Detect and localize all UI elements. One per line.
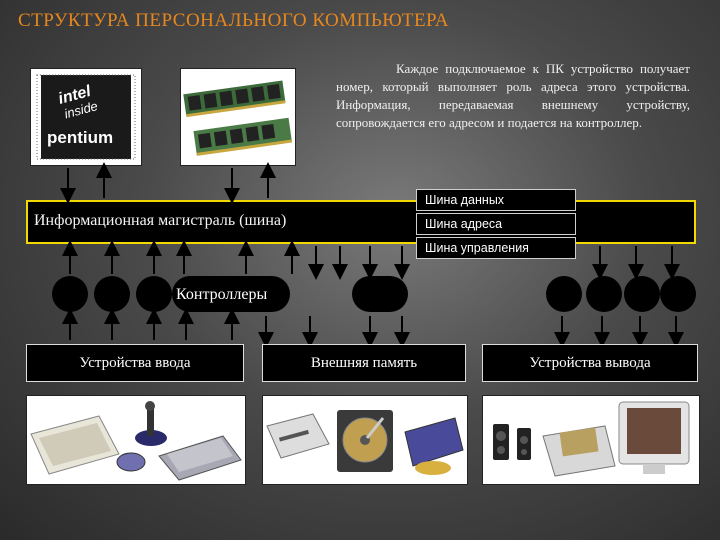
monitor-icon bbox=[619, 402, 689, 474]
external-memory-image bbox=[262, 395, 468, 485]
external-memory-box: Внешняя память bbox=[262, 344, 466, 382]
output-devices-image bbox=[482, 395, 700, 485]
input-devices-image bbox=[26, 395, 246, 485]
hard-disk-icon bbox=[337, 410, 393, 472]
speakers-icon bbox=[493, 424, 531, 460]
cd-drive-icon bbox=[405, 418, 463, 475]
disk-drive-icon bbox=[267, 414, 329, 458]
output-devices-box: Устройства вывода bbox=[482, 344, 698, 382]
keyboard-icon bbox=[31, 416, 119, 474]
mouse-icon bbox=[117, 453, 145, 471]
input-devices-box: Устройства ввода bbox=[26, 344, 244, 382]
joystick-icon bbox=[135, 401, 167, 446]
scanner-icon bbox=[159, 436, 241, 480]
printer-icon bbox=[543, 426, 615, 476]
